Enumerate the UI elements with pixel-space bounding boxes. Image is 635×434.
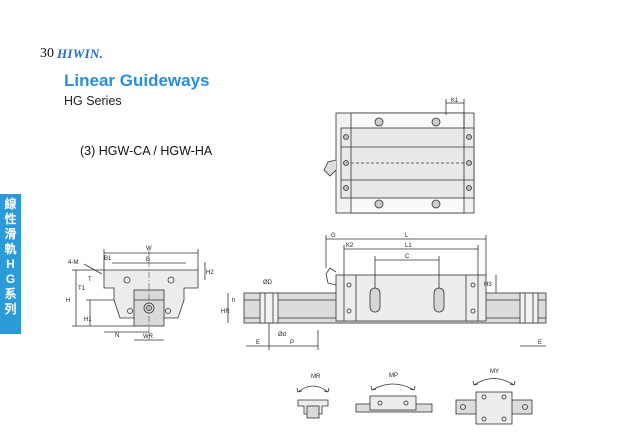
dim-small-d: Ød — [278, 332, 286, 338]
dim-c: C — [405, 254, 410, 260]
dim-h: H — [66, 298, 70, 304]
moment-mr-label: MR — [311, 374, 321, 380]
side-category-tab[interactable]: 線 性 滑 軌 H G 系 列 — [0, 194, 21, 334]
dim-k1: K1 — [451, 98, 459, 104]
moment-my-diagram — [455, 378, 533, 425]
top-view-drawing — [323, 99, 475, 214]
dim-p: P — [290, 340, 294, 346]
side-tab-char: 軌 — [4, 242, 17, 256]
series-subtitle: HG Series — [64, 94, 122, 108]
moment-mp-label: MP — [389, 373, 398, 379]
front-view-drawing — [72, 249, 206, 341]
dim-b: B — [146, 257, 150, 263]
moment-mr-diagram — [296, 385, 330, 419]
dim-h3: H3 — [484, 282, 492, 288]
dim-t: T — [88, 277, 92, 283]
dim-k2: K2 — [346, 243, 354, 249]
dim-w: W — [146, 246, 152, 252]
dim-n: N — [115, 333, 119, 339]
dim-e-left: E — [256, 340, 260, 346]
dim-big-d: ØD — [263, 280, 273, 286]
hiwin-logo: HIWIN. — [57, 46, 104, 61]
dim-wr: WR — [143, 334, 154, 340]
side-tab-char: 系 — [4, 287, 17, 301]
dim-h2: H2 — [206, 270, 214, 276]
dim-small-h: h — [232, 298, 235, 304]
page-number: 30 — [40, 46, 54, 61]
moment-mp-diagram — [355, 383, 433, 413]
side-tab-char: 性 — [4, 212, 17, 226]
dim-4m: 4-M — [68, 260, 78, 266]
dim-g: G — [331, 233, 336, 239]
side-tab-char: H — [6, 257, 15, 271]
moment-my-label: MY — [490, 369, 499, 375]
dim-t1: T1 — [78, 286, 86, 292]
dim-l: L — [405, 233, 409, 239]
side-view-drawing — [227, 235, 547, 350]
page-title: Linear Guideways — [64, 71, 210, 90]
dim-l1: L1 — [405, 243, 412, 249]
dim-hr: HR — [221, 309, 230, 315]
side-tab-char: 線 — [4, 197, 17, 211]
dim-e-right: E — [538, 340, 542, 346]
dim-b1: B1 — [104, 256, 112, 262]
side-tab-char: 列 — [4, 302, 17, 316]
side-tab-char: G — [5, 272, 16, 286]
dim-h1: H1 — [84, 317, 92, 323]
section-heading: (3) HGW-CA / HGW-HA — [80, 144, 213, 158]
side-tab-char: 滑 — [4, 227, 17, 241]
